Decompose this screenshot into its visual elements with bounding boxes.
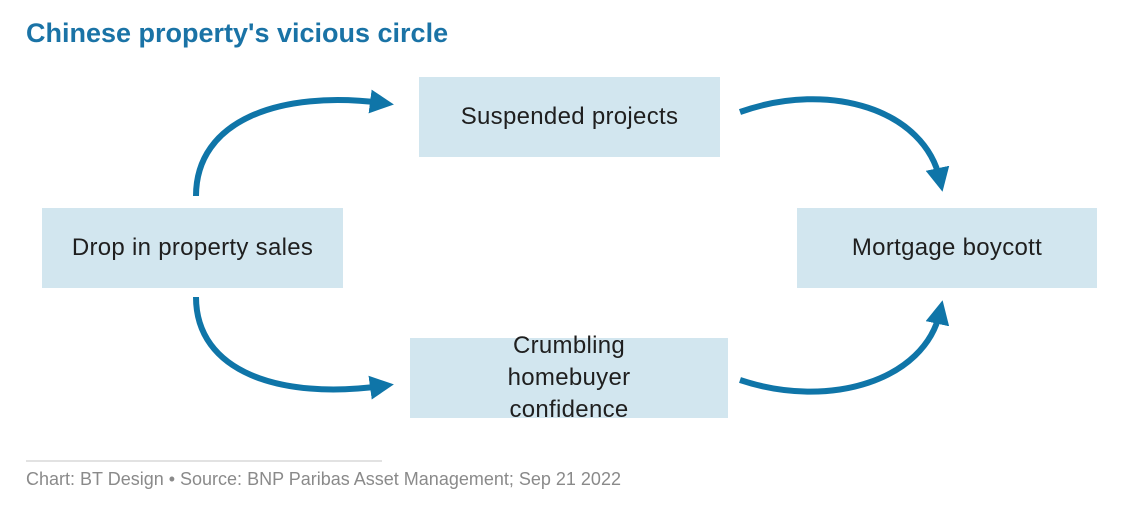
node-drop-in-property-sales: Drop in property sales [42, 208, 343, 288]
node-mortgage-boycott: Mortgage boycott [797, 208, 1097, 288]
source-footer: Chart: BT Design • Source: BNP Paribas A… [26, 469, 621, 489]
arrow-drop-to-crumbling [193, 296, 394, 400]
node-suspended-projects: Suspended projects [419, 77, 720, 157]
chart-title: Chinese property's vicious circle [26, 18, 449, 48]
arrow-crumbling-to-boycott [739, 300, 950, 395]
arrow-drop-to-suspended [193, 89, 394, 197]
arrow-suspended-to-boycott [738, 96, 950, 192]
footer-divider [26, 460, 382, 462]
node-crumbling-homebuyer-confidence: Crumbling homebuyer confidence [410, 332, 728, 423]
